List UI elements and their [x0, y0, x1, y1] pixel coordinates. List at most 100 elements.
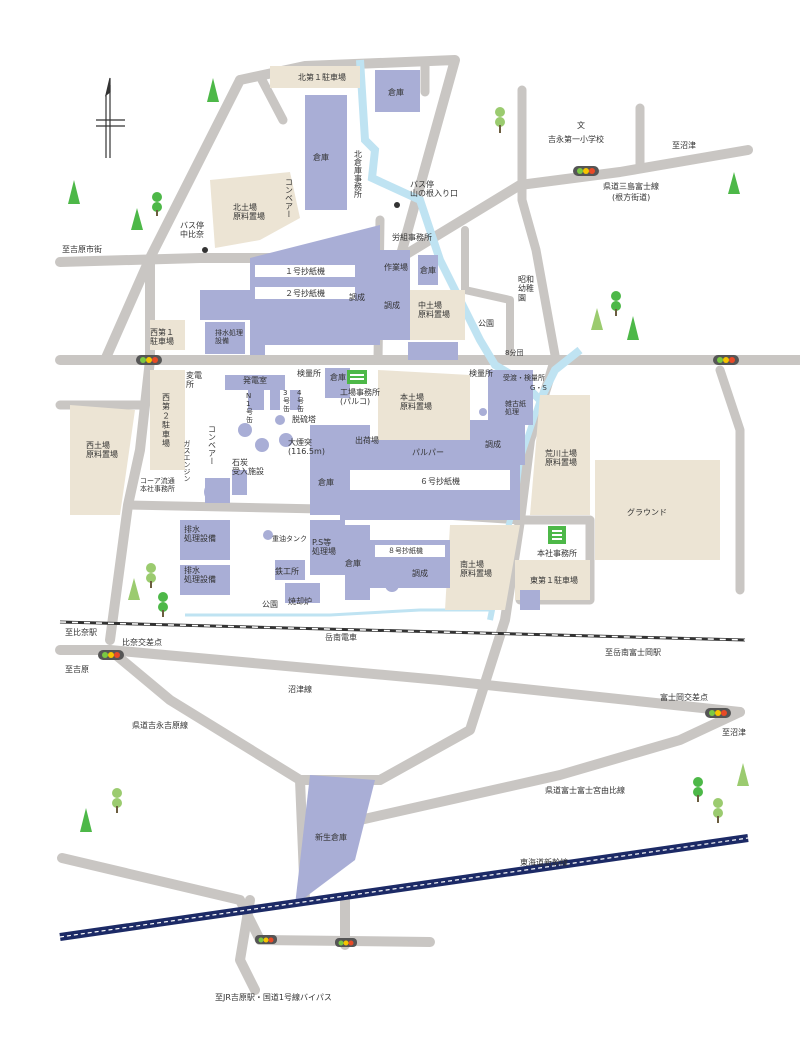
- tree-icon: [737, 763, 749, 786]
- label-pulper: パルパー: [412, 448, 444, 457]
- label-chimney: 大煙突(116.5m): [288, 437, 325, 456]
- label-to-hina-station: 至比奈駅: [65, 627, 97, 637]
- tree-icon: [112, 788, 122, 813]
- label-conveyor: コンベアー: [285, 178, 294, 218]
- factory-office-icon: [347, 370, 367, 384]
- label-to-jr-yoshiwara: 至JR吉原駅・国道1号線バイパス: [215, 992, 332, 1002]
- head-office-icon: [548, 526, 566, 544]
- label-pref-road-mishima: 県道三島富士線: [603, 181, 659, 191]
- label-substation: 変電所: [186, 370, 202, 389]
- label-tokaido-shinkansen: 東海道新幹線: [520, 857, 568, 867]
- tree-icon: [713, 798, 723, 823]
- label-west-parking-1: 西第１駐車場: [150, 327, 174, 346]
- label-pm2: ２号抄紙機: [285, 288, 325, 298]
- tree-icon: [728, 172, 740, 194]
- tree-icon: [80, 808, 92, 832]
- traffic-light-icon: [335, 938, 357, 947]
- tree-icon: [152, 192, 162, 216]
- label-prep: 調成: [485, 439, 501, 449]
- label-inspection-office: 検量所: [469, 368, 493, 378]
- tree-icon: [158, 592, 168, 617]
- label-head-office: 本社事務所: [537, 548, 577, 558]
- label-wastewater-facility-small: 排水処理設備: [215, 328, 243, 345]
- trees: [68, 78, 749, 832]
- tree-icon: [627, 316, 639, 340]
- label-pm1: １号抄紙機: [285, 266, 325, 276]
- label-to-gakunan-fujioka: 至岳南富士岡駅: [605, 647, 661, 657]
- label-iron-works: 鉄工所: [275, 566, 299, 576]
- label-work-area: 作業場: [384, 262, 408, 272]
- label-warehouse: 倉庫: [388, 87, 404, 97]
- label-main-yard: 本土場原料置場: [400, 392, 432, 411]
- label-fire-brigade: 8分団: [505, 348, 523, 357]
- label-pref-road-yoshinaga: 県道吉永吉原線: [132, 720, 188, 730]
- label-waste-paper-processing: 雑古紙処理: [505, 399, 526, 416]
- bus-stop-icon: [394, 202, 400, 208]
- label-school: 吉永第一小学校: [548, 134, 604, 144]
- label-west-parking-2: 西第２駐車場: [162, 393, 170, 448]
- traffic-light-icon: [713, 355, 739, 365]
- label-bus-stop-nakahina: バス停中比奈: [180, 220, 204, 239]
- label-showa-kindergarten: 昭和幼稚園: [518, 275, 534, 302]
- label-factory-office: 工場事務所(パルコ): [340, 387, 380, 406]
- storage-tanks: [204, 324, 487, 592]
- traffic-lights: [98, 166, 739, 947]
- tree-icon: [591, 308, 603, 330]
- label-north-yard: 北土場原料置場: [233, 202, 265, 221]
- buildings: [180, 70, 540, 905]
- label-inspection-office: 検量所: [297, 368, 321, 378]
- label-conveyor: コンベアー: [208, 425, 217, 465]
- label-warehouse: 倉庫: [330, 372, 346, 382]
- label-core-logistics: コーア流通本社事務所: [140, 476, 175, 493]
- tree-icon: [68, 180, 80, 204]
- label-to-numazu-top: 至沼津: [672, 140, 696, 150]
- label-wastewater-facility: 排水処理設備: [184, 524, 216, 543]
- label-new-warehouse: 新生倉庫: [315, 832, 347, 842]
- traffic-light-icon: [136, 355, 162, 365]
- label-prep: 調成: [349, 292, 365, 302]
- label-pref-road-fuji-miyahibi: 県道富士富士宮由比線: [545, 785, 625, 795]
- label-desulfurization: 脱硫塔: [292, 414, 316, 424]
- label-prep: 調成: [412, 568, 428, 578]
- label-arakawa-yard: 荒川土場原料置場: [545, 448, 577, 467]
- label-to-yoshiwara-city: 至吉原市街: [62, 244, 102, 254]
- label-to-yoshiwara: 至吉原: [65, 665, 89, 674]
- tree-icon: [131, 208, 143, 230]
- label-ps-facility: P.S等処理場: [312, 537, 336, 556]
- traffic-light-icon: [255, 935, 277, 944]
- label-warehouse: 倉庫: [420, 265, 436, 275]
- label-pm8: ８号抄紙機: [388, 546, 423, 555]
- wastewater-tank: [214, 324, 242, 352]
- label-west-yard: 西土場原料置場: [86, 440, 118, 459]
- label-pm6: ６号抄紙機: [420, 476, 460, 486]
- label-gas-engine: ガスエンジン: [183, 440, 191, 482]
- label-receiving-inspection: 受渡・検量所: [503, 373, 545, 382]
- tree-icon: [611, 291, 621, 316]
- label-labor-union-office: 労組事務所: [392, 232, 432, 242]
- shinkansen-line: [59, 834, 749, 941]
- bus-stop-icon: [202, 247, 208, 253]
- traffic-light-icon: [705, 708, 731, 718]
- label-numazu-line: 沼津線: [288, 684, 312, 694]
- label-power-house: 発電室: [243, 375, 267, 385]
- map-labels: 北第１駐車場 倉庫 倉庫 北倉庫事務所 バス停山の根入り口 文 吉永第一小学校 …: [62, 72, 746, 1002]
- label-north-warehouse-office: 北倉庫事務所: [354, 150, 363, 199]
- tree-icon: [495, 107, 505, 133]
- label-shipping: 出荷場: [355, 435, 379, 445]
- gakunan-railway: [59, 620, 746, 642]
- label-ground: グラウンド: [627, 507, 667, 517]
- label-warehouse: 倉庫: [313, 152, 329, 162]
- label-fujioka-intersection: 富士岡交差点: [660, 692, 708, 702]
- traffic-light-icon: [573, 166, 599, 176]
- label-park: 公園: [262, 600, 278, 609]
- label-park: 公園: [478, 319, 494, 328]
- tree-icon: [693, 777, 703, 802]
- label-east-parking-1: 東第１駐車場: [530, 575, 578, 585]
- label-south-yard: 南土場原料置場: [460, 559, 492, 578]
- north-arrow-icon: [96, 77, 125, 158]
- traffic-light-icon: [98, 650, 124, 660]
